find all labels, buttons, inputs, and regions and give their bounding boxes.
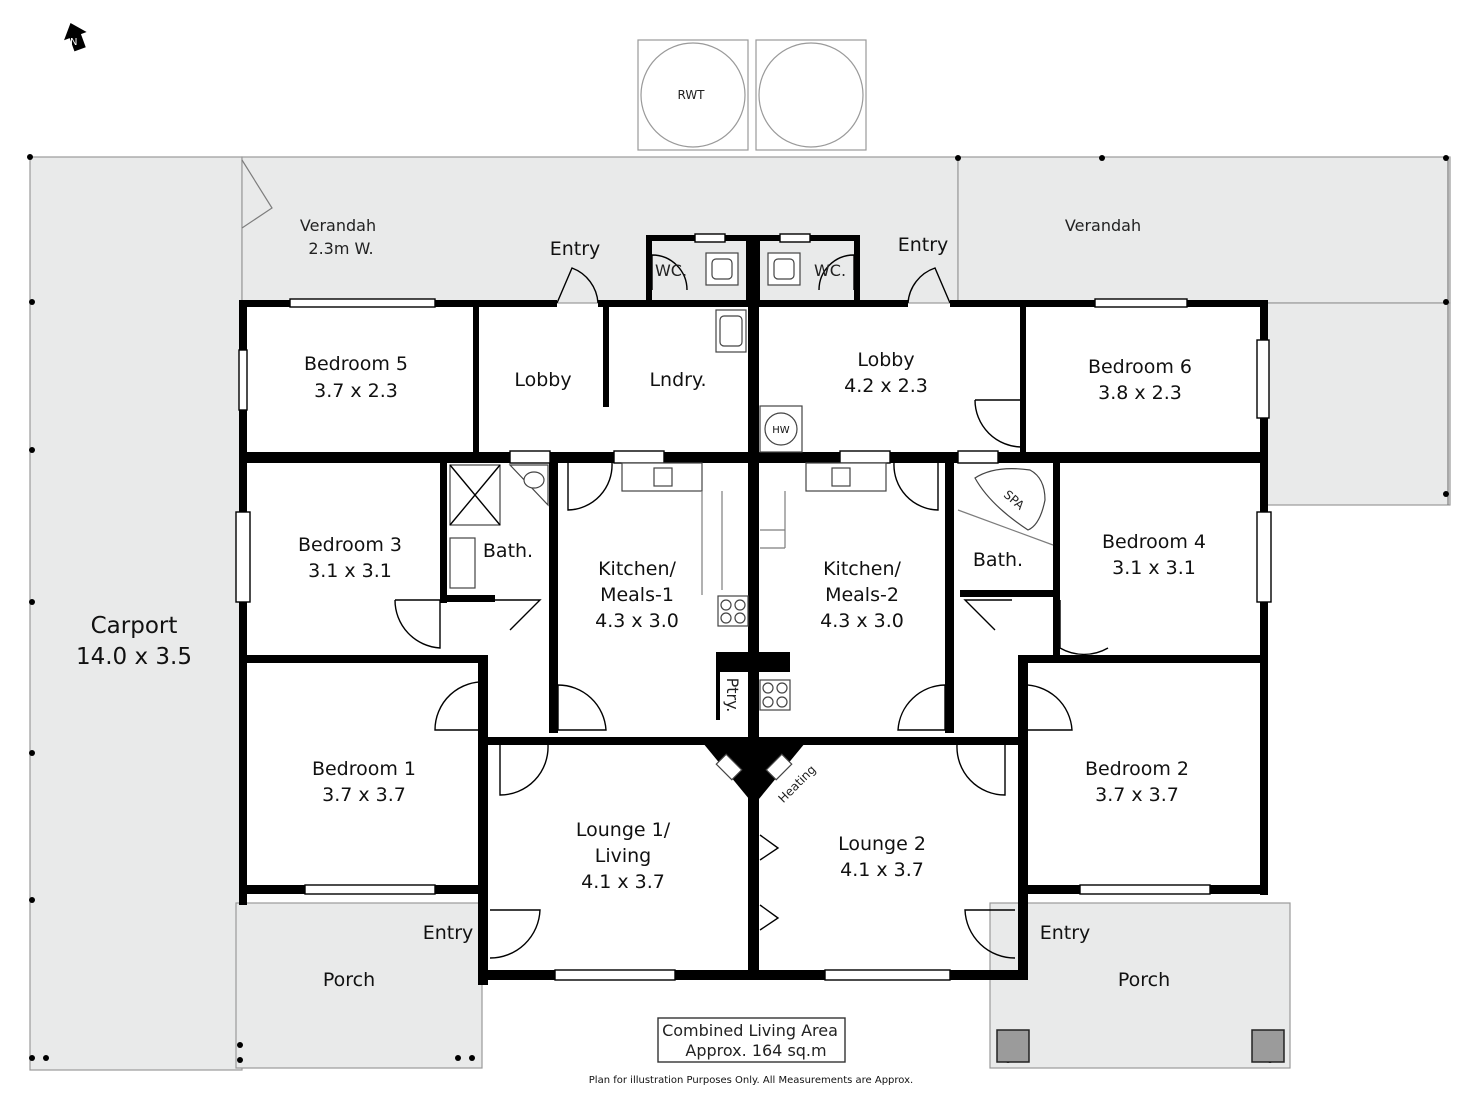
windows xyxy=(235,233,1272,981)
lounge2-size: 4.1 x 3.7 xyxy=(840,859,924,881)
walls xyxy=(239,235,1268,985)
bath-left-label: Bath. xyxy=(483,540,533,562)
entry-bottom-left-label: Entry xyxy=(423,922,474,944)
pantry-label: Ptry. xyxy=(723,678,742,713)
disclaimer: Plan for illustration Purposes Only. All… xyxy=(589,1075,913,1086)
bath-right-label: Bath. xyxy=(973,549,1023,571)
wc-right-label: WC. xyxy=(814,261,846,280)
carport-area xyxy=(29,156,243,1071)
verandah-left-size: 2.3m W. xyxy=(308,239,373,258)
porch-left-area xyxy=(235,902,483,1069)
bedroom5-size: 3.7 x 2.3 xyxy=(314,380,398,402)
lobby-right-label: Lobby xyxy=(857,349,914,371)
fireplace-right-icon xyxy=(765,753,793,781)
lobby-right-size: 4.2 x 2.3 xyxy=(844,375,928,397)
porch-right-area xyxy=(989,902,1291,1069)
bedroom4-size: 3.1 x 3.1 xyxy=(1112,557,1196,579)
fence-posts xyxy=(27,154,1449,1063)
verandah-right-area xyxy=(957,156,1451,304)
bedroom1-label: Bedroom 1 xyxy=(312,758,416,780)
kitchen1-line1: Kitchen/ xyxy=(598,558,676,580)
bedroom2-label: Bedroom 2 xyxy=(1085,758,1189,780)
rwt-label: RWT xyxy=(677,88,705,102)
bedroom6-size: 3.8 x 2.3 xyxy=(1098,382,1182,404)
porch-post-right xyxy=(1251,1029,1285,1063)
fireplace-left-icon xyxy=(715,753,743,781)
kitchen1-line2: Meals-1 xyxy=(600,584,674,606)
lounge2-label: Lounge 2 xyxy=(838,833,926,855)
spa-icon xyxy=(974,468,1046,531)
kitchen1-size: 4.3 x 3.0 xyxy=(595,610,679,632)
labels: N RWT Verandah 2.3m W. Verandah Entry En… xyxy=(70,37,1206,991)
fixtures xyxy=(449,252,1285,1063)
north-label: N xyxy=(70,37,77,48)
entry-top-right-label: Entry xyxy=(898,234,949,256)
entry-bottom-right-label: Entry xyxy=(1040,922,1091,944)
bedroom2-size: 3.7 x 3.7 xyxy=(1095,784,1179,806)
verandah-left-label: Verandah xyxy=(300,216,376,235)
kitchen2-size: 4.3 x 3.0 xyxy=(820,610,904,632)
porch-right-label: Porch xyxy=(1118,969,1170,991)
area-line1: Combined Living Area xyxy=(662,1021,838,1040)
kitchen2-line1: Kitchen/ xyxy=(823,558,901,580)
bedroom3-size: 3.1 x 3.1 xyxy=(308,560,392,582)
outdoor-areas xyxy=(29,156,1451,1071)
bedroom3-label: Bedroom 3 xyxy=(298,534,402,556)
area-line2: Approx. 164 sq.m xyxy=(685,1041,826,1060)
bedroom4-label: Bedroom 4 xyxy=(1102,531,1206,553)
porch-left-label: Porch xyxy=(323,969,375,991)
bedroom5-label: Bedroom 5 xyxy=(304,353,408,375)
carport-label: Carport xyxy=(91,613,178,639)
doors xyxy=(394,254,1109,959)
kitchen2-line2: Meals-2 xyxy=(825,584,899,606)
lobby-left-label: Lobby xyxy=(514,369,571,391)
carport-size: 14.0 x 3.5 xyxy=(76,644,192,670)
north-arrow-icon xyxy=(64,22,87,52)
lounge1-line2: Living xyxy=(595,845,652,867)
rainwater-tanks xyxy=(637,39,867,151)
verandah-right-label: Verandah xyxy=(1065,216,1141,235)
wc-left-label: WC. xyxy=(655,261,687,280)
bath-left-tub xyxy=(449,537,476,589)
hot-water-icon xyxy=(764,412,798,446)
verandah-left-area xyxy=(241,156,959,304)
bedroom6-label: Bedroom 6 xyxy=(1088,356,1192,378)
lounge1-size: 4.1 x 3.7 xyxy=(581,871,665,893)
bedroom1-size: 3.7 x 3.7 xyxy=(322,784,406,806)
entry-top-left-label: Entry xyxy=(550,238,601,260)
porch-post-left xyxy=(996,1029,1030,1063)
verandah-right-side-area xyxy=(1265,302,1451,506)
hot-water-label: HW xyxy=(772,425,790,436)
lounge1-line1: Lounge 1/ xyxy=(576,819,671,841)
laundry-label: Lndry. xyxy=(649,369,706,391)
area-summary-box: Combined Living Area Approx. 164 sq.m xyxy=(657,1017,846,1063)
